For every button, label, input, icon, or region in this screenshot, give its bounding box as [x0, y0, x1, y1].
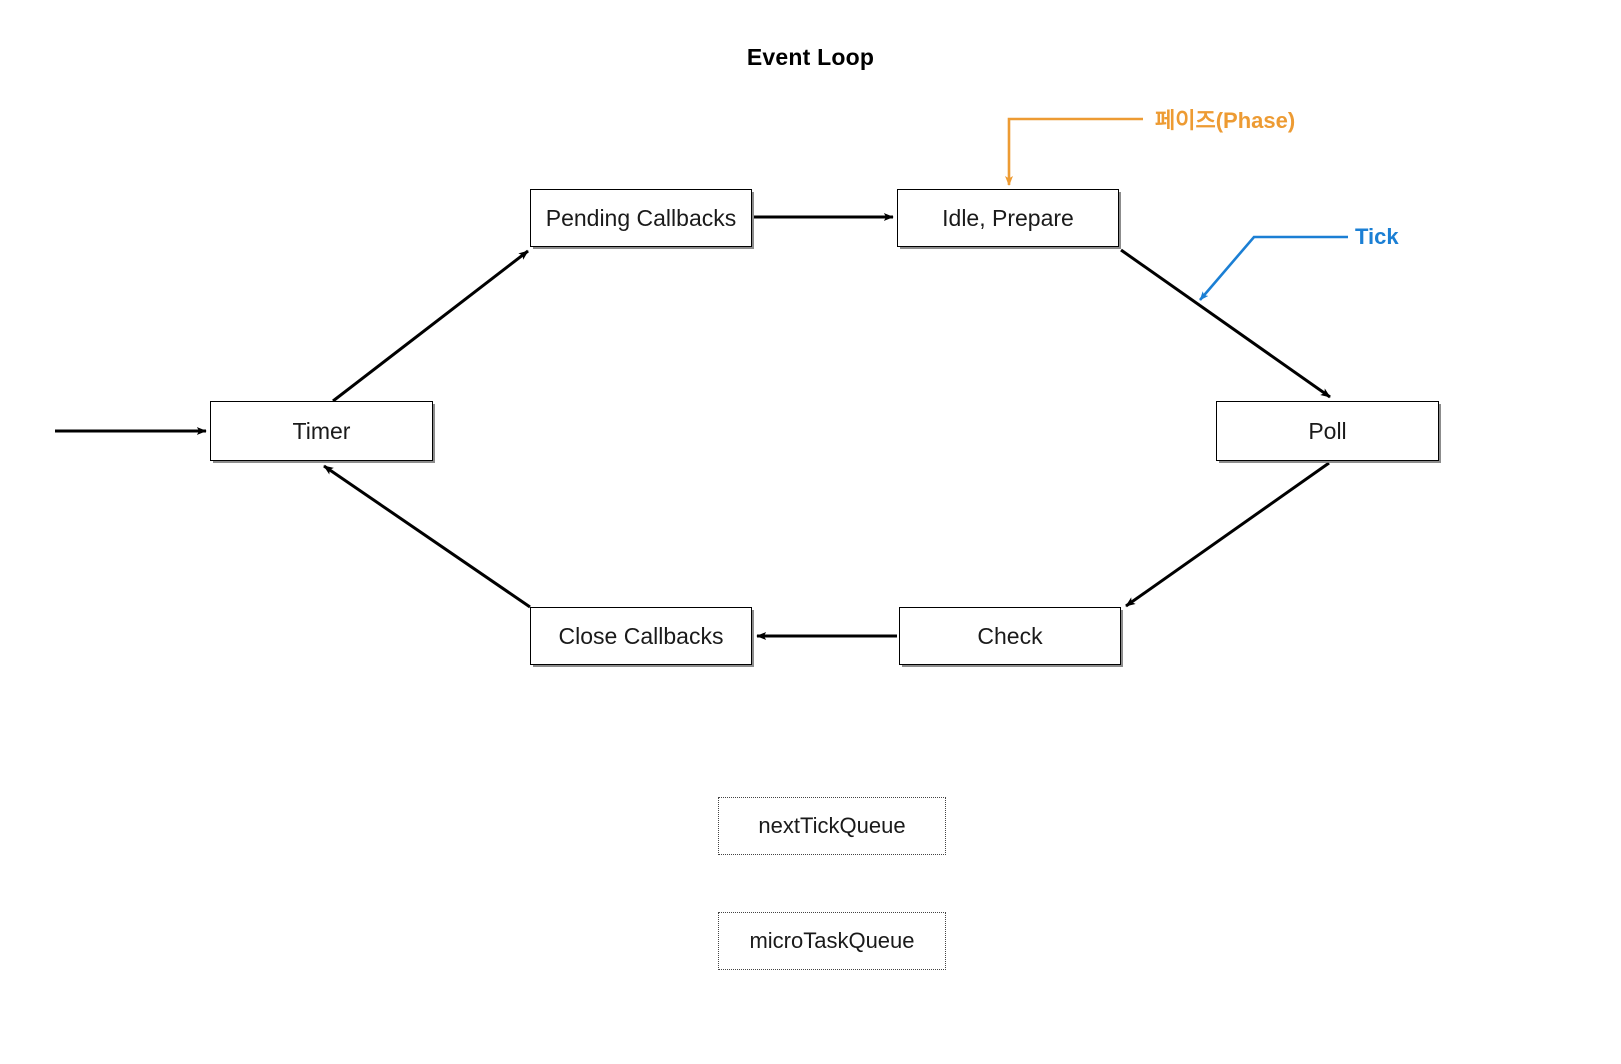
annotation-leader-tick [1199, 235, 1348, 301]
edge-close-callbacks-to-timer [323, 464, 531, 609]
node-timer-label: Timer [292, 417, 351, 444]
node-close-callbacks-label: Close Callbacks [558, 622, 724, 649]
node-idle-prepare[interactable]: Idle, Prepare [897, 189, 1119, 247]
edge-timer-to-pending-callbacks [332, 249, 529, 403]
node-check[interactable]: Check [899, 607, 1121, 665]
queue-next-tick-queue-label: nextTickQueue [758, 813, 906, 838]
queue-next-tick-queue[interactable]: nextTickQueue [718, 797, 946, 855]
annotation-leader-phase [1005, 117, 1143, 186]
annotation-label-tick: Tick [1355, 224, 1399, 249]
annotation-label-phase: 페이즈(Phase) [1155, 108, 1296, 133]
edge-poll-to-check [1125, 461, 1330, 608]
node-close-callbacks[interactable]: Close Callbacks [530, 607, 752, 665]
diagram-title: Event Loop [746, 44, 875, 70]
node-timer[interactable]: Timer [210, 401, 433, 461]
queue-micro-task-queue[interactable]: microTaskQueue [718, 912, 946, 970]
node-poll[interactable]: Poll [1216, 401, 1439, 461]
node-pending-callbacks-label: Pending Callbacks [545, 204, 737, 231]
edge-idle-prepare-to-poll [1120, 248, 1331, 399]
node-pending-callbacks[interactable]: Pending Callbacks [530, 189, 752, 247]
node-idle-prepare-label: Idle, Prepare [942, 204, 1074, 231]
node-poll-label: Poll [1308, 417, 1347, 444]
queue-micro-task-queue-label: microTaskQueue [749, 928, 915, 953]
node-check-label: Check [977, 622, 1043, 649]
